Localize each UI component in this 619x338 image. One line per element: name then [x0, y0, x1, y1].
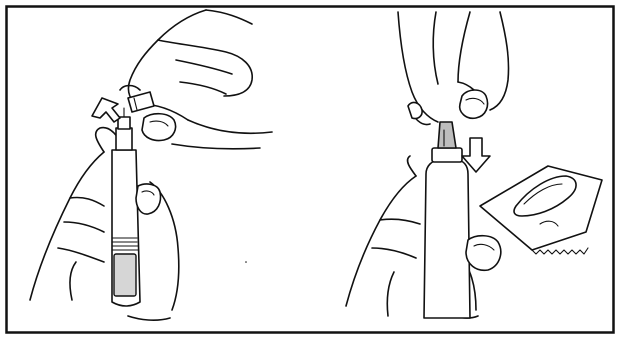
pen-injector-icon — [111, 107, 141, 307]
right-thumb — [465, 234, 502, 272]
illustration-border — [5, 5, 615, 334]
arrow-up-left-icon — [91, 97, 121, 123]
panel-left-remove-cap — [29, 9, 273, 321]
upper-hand-left — [119, 9, 273, 150]
upper-hand-right — [397, 11, 510, 126]
panel-right-attach-needle — [345, 11, 603, 319]
pen-cap — [127, 91, 155, 113]
needle-cap — [437, 121, 457, 149]
cartridge-window — [113, 253, 137, 297]
needle-packet-icon — [479, 165, 603, 255]
left-thumb — [135, 183, 162, 215]
pen-injector-right — [423, 121, 471, 319]
arrow-down-icon — [461, 137, 491, 173]
